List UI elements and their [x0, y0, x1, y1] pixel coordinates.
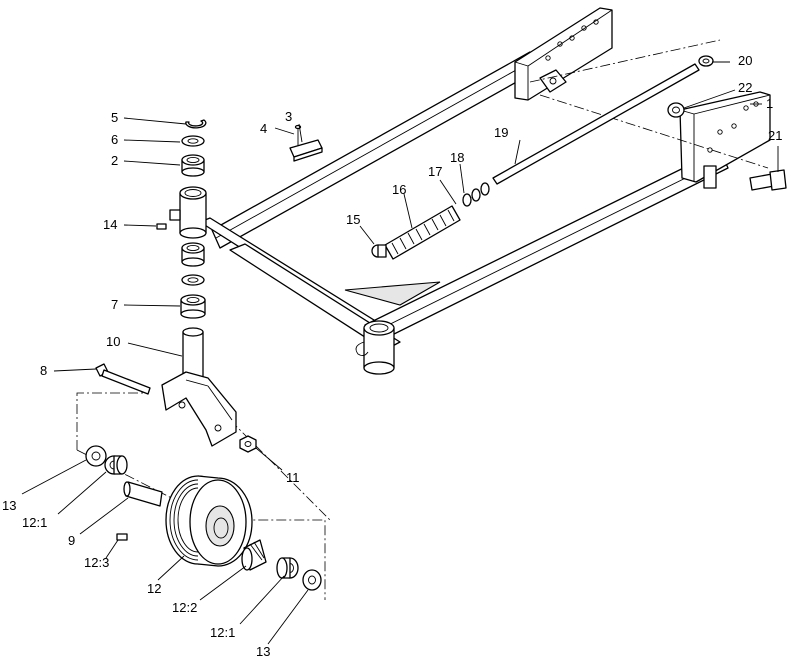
callout-13b: 13	[256, 644, 270, 659]
callout-21: 21	[768, 128, 782, 143]
callout-14: 14	[103, 217, 117, 232]
leader-lines	[21, 61, 779, 645]
callout-labels: 20 22 1 21 19 18 17 16 15 3 4 5 6 2 14 7…	[2, 53, 782, 659]
callout-4: 4	[260, 121, 267, 136]
callout-15: 15	[346, 212, 360, 227]
part-retaining-ring-5	[185, 119, 207, 129]
callout-12: 12	[147, 581, 161, 596]
part-bearing-lower	[181, 242, 205, 267]
frame-left-beam	[199, 217, 401, 351]
callout-8: 8	[40, 363, 47, 378]
frame-caster-socket-front	[355, 320, 395, 375]
callout-18: 18	[450, 150, 464, 165]
frame-rear-tube	[211, 51, 539, 249]
callout-20: 20	[738, 53, 752, 68]
callout-2: 2	[111, 153, 118, 168]
part-nut-18	[471, 182, 490, 202]
part-nut-11	[239, 435, 257, 453]
callout-9: 9	[68, 533, 75, 548]
callout-12-2: 12:2	[172, 600, 197, 615]
callout-16: 16	[392, 182, 406, 197]
callout-12-1a: 12:1	[22, 515, 47, 530]
part-washer-17	[462, 193, 472, 207]
part-bracket-3	[289, 139, 323, 162]
part-bolt-21	[749, 169, 787, 191]
callout-19: 19	[494, 125, 508, 140]
part-nut-upper	[698, 55, 714, 67]
frame-front-tube	[364, 149, 729, 346]
part-caster-fork	[161, 327, 237, 447]
callout-17: 17	[428, 164, 442, 179]
frame-gusset	[344, 281, 441, 306]
part-bearing-12-1a	[104, 455, 128, 475]
callout-7: 7	[111, 297, 118, 312]
part-setscrew-14	[156, 223, 167, 230]
frame-caster-socket-rear	[169, 186, 207, 239]
callout-6: 6	[111, 132, 118, 147]
callout-10: 10	[106, 334, 120, 349]
callout-22: 22	[738, 80, 752, 95]
part-washer-22	[667, 102, 685, 118]
part-bushing-12-2	[241, 539, 267, 571]
part-spring	[384, 205, 461, 260]
part-washer-6	[181, 135, 205, 147]
callout-12-1b: 12:1	[210, 625, 235, 640]
frame-mount-plate-upper	[514, 7, 613, 101]
part-axle-bolt	[95, 363, 151, 395]
callout-12-3: 12:3	[84, 555, 109, 570]
callout-3: 3	[285, 109, 292, 124]
part-grease-fitting	[116, 533, 128, 541]
part-wheel	[165, 475, 253, 567]
part-bearing-2	[181, 154, 205, 177]
callout-11: 11	[286, 470, 300, 485]
callout-13a: 13	[2, 498, 16, 513]
callout-1: 1	[766, 96, 773, 111]
frame-mount-plate-right	[679, 91, 771, 189]
part-washer-13b	[302, 569, 322, 591]
part-washer-lower	[181, 274, 205, 286]
part-bushing-7	[180, 294, 206, 319]
part-bearing-12-1b	[276, 557, 299, 579]
part-spacer-15	[371, 244, 387, 258]
part-washer-13a	[85, 445, 107, 467]
part-rod	[492, 63, 700, 185]
callout-5: 5	[111, 110, 118, 125]
part-spacer-9	[123, 481, 163, 507]
